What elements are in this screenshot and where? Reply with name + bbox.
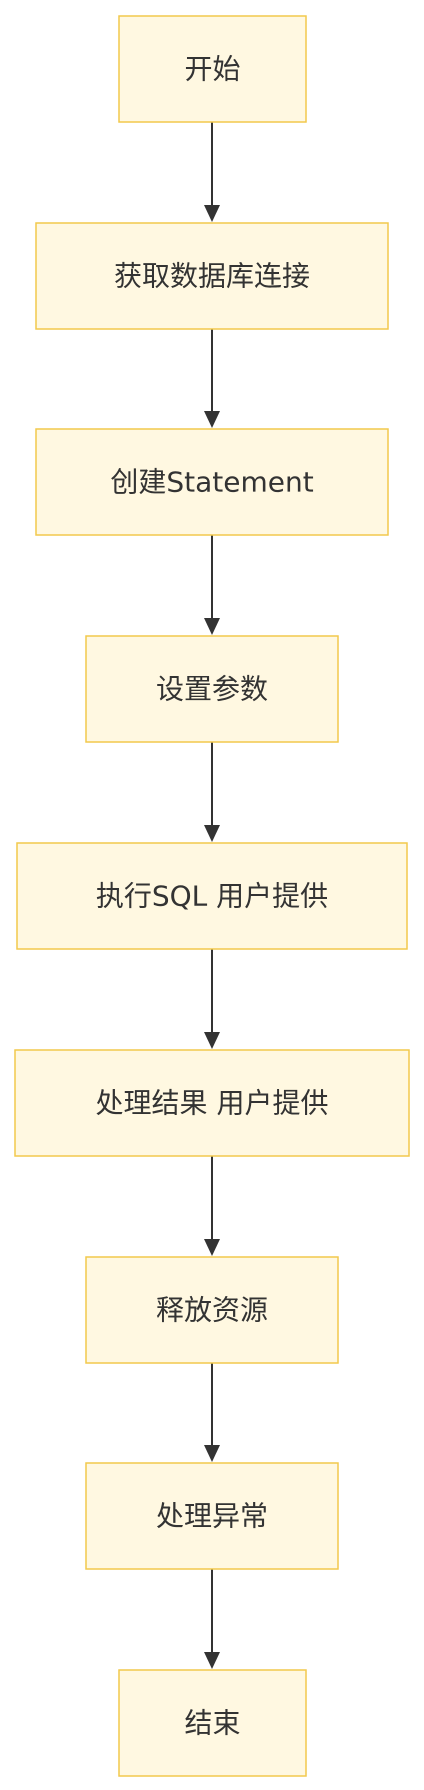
flow-node-execute-sql: 执行SQL 用户提供 (16, 842, 408, 950)
flow-node-label: 处理结果 用户提供 (96, 1087, 329, 1120)
arrowhead-icon (204, 205, 220, 222)
flow-edge-start-to-get-connection (204, 122, 220, 222)
flow-node-box (35, 222, 389, 330)
flow-edge-release-resources-to-handle-exception (204, 1363, 220, 1462)
flow-node-label: 开始 (184, 53, 240, 86)
flow-node-process-result: 处理结果 用户提供 (14, 1049, 410, 1157)
arrowhead-icon (204, 1239, 220, 1256)
flow-edge-set-params-to-execute-sql (204, 742, 220, 842)
flow-node-set-params: 设置参数 (85, 635, 339, 743)
edges-layer (204, 122, 220, 1669)
flow-edge-get-connection-to-create-statement (204, 329, 220, 428)
flow-node-box (85, 635, 339, 743)
flow-node-box (118, 1669, 307, 1777)
flow-node-start: 开始 (118, 15, 307, 123)
arrowhead-icon (204, 1445, 220, 1462)
arrowhead-icon (204, 618, 220, 635)
flow-node-box (35, 428, 389, 536)
arrowhead-icon (204, 411, 220, 428)
flow-node-handle-exception: 处理异常 (85, 1462, 339, 1570)
arrowhead-icon (204, 1032, 220, 1049)
flow-node-label: 结束 (184, 1707, 240, 1740)
flow-node-box (16, 842, 408, 950)
flow-node-create-statement: 创建Statement (35, 428, 389, 536)
flow-node-label: 释放资源 (156, 1294, 268, 1327)
flow-node-box (118, 15, 307, 123)
flow-edge-execute-sql-to-process-result (204, 949, 220, 1049)
flow-node-box (14, 1049, 410, 1157)
flow-edge-process-result-to-release-resources (204, 1156, 220, 1256)
flow-node-end: 结束 (118, 1669, 307, 1777)
flow-node-release-resources: 释放资源 (85, 1256, 339, 1364)
flow-node-label: 设置参数 (156, 673, 268, 706)
flow-edge-handle-exception-to-end (204, 1569, 220, 1669)
arrowhead-icon (204, 825, 220, 842)
flow-node-label: 执行SQL 用户提供 (96, 880, 328, 913)
flow-node-label: 获取数据库连接 (114, 260, 310, 293)
flow-node-label: 创建Statement (110, 466, 313, 499)
flow-node-label: 处理异常 (156, 1500, 268, 1533)
flow-node-get-connection: 获取数据库连接 (35, 222, 389, 330)
flow-node-box (85, 1462, 339, 1570)
flow-edge-create-statement-to-set-params (204, 535, 220, 635)
flow-node-box (85, 1256, 339, 1364)
arrowhead-icon (204, 1652, 220, 1669)
